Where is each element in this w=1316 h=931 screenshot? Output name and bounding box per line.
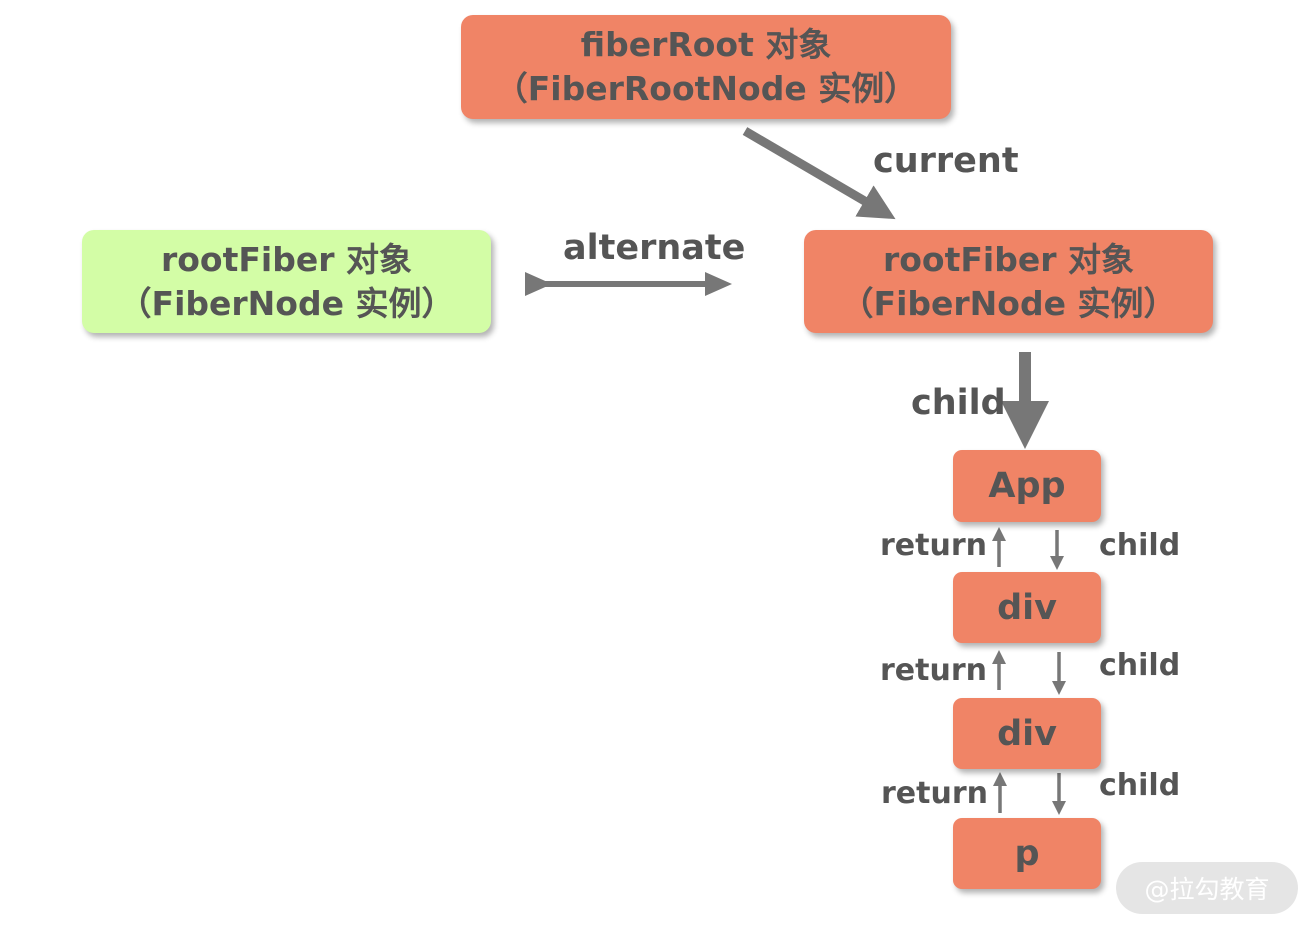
root-fiber-alternate-subtitle: （FiberNode 实例） (118, 283, 455, 323)
app-node: App (953, 450, 1101, 522)
child-label-3: child (1099, 768, 1181, 803)
div-node-1-label: div (997, 587, 1057, 628)
fiber-root-title: fiberRoot 对象 (580, 25, 832, 64)
div-node-1: div (953, 572, 1101, 643)
root-fiber-alternate-node: rootFiber 对象 （FiberNode 实例） (82, 230, 491, 333)
child-label-1: child (1099, 528, 1181, 563)
div-node-2: div (953, 698, 1101, 769)
fiber-root-node: fiberRoot 对象 （FiberRootNode 实例） (461, 15, 951, 119)
root-fiber-current-subtitle: （FiberNode 实例） (840, 283, 1177, 323)
child-label-root: child (911, 383, 1006, 423)
watermark: @拉勾教育 (1116, 862, 1298, 914)
p-node-label: p (1014, 833, 1040, 874)
app-node-label: App (988, 466, 1066, 506)
p-node: p (953, 818, 1101, 889)
root-fiber-current-title: rootFiber 对象 (882, 239, 1134, 279)
current-label: current (873, 141, 1019, 181)
current-arrow (742, 127, 896, 220)
root-fiber-current-node: rootFiber 对象 （FiberNode 实例） (804, 230, 1213, 333)
root-fiber-alternate-title: rootFiber 对象 (160, 239, 412, 279)
div-node-2-label: div (997, 713, 1057, 754)
return-label-2: return (880, 653, 987, 688)
fiber-root-subtitle: （FiberRootNode 实例） (494, 69, 918, 108)
return-label-3: return (881, 776, 988, 811)
return-label-1: return (880, 528, 987, 563)
child-label-2: child (1099, 648, 1181, 683)
alternate-label: alternate (563, 228, 746, 268)
